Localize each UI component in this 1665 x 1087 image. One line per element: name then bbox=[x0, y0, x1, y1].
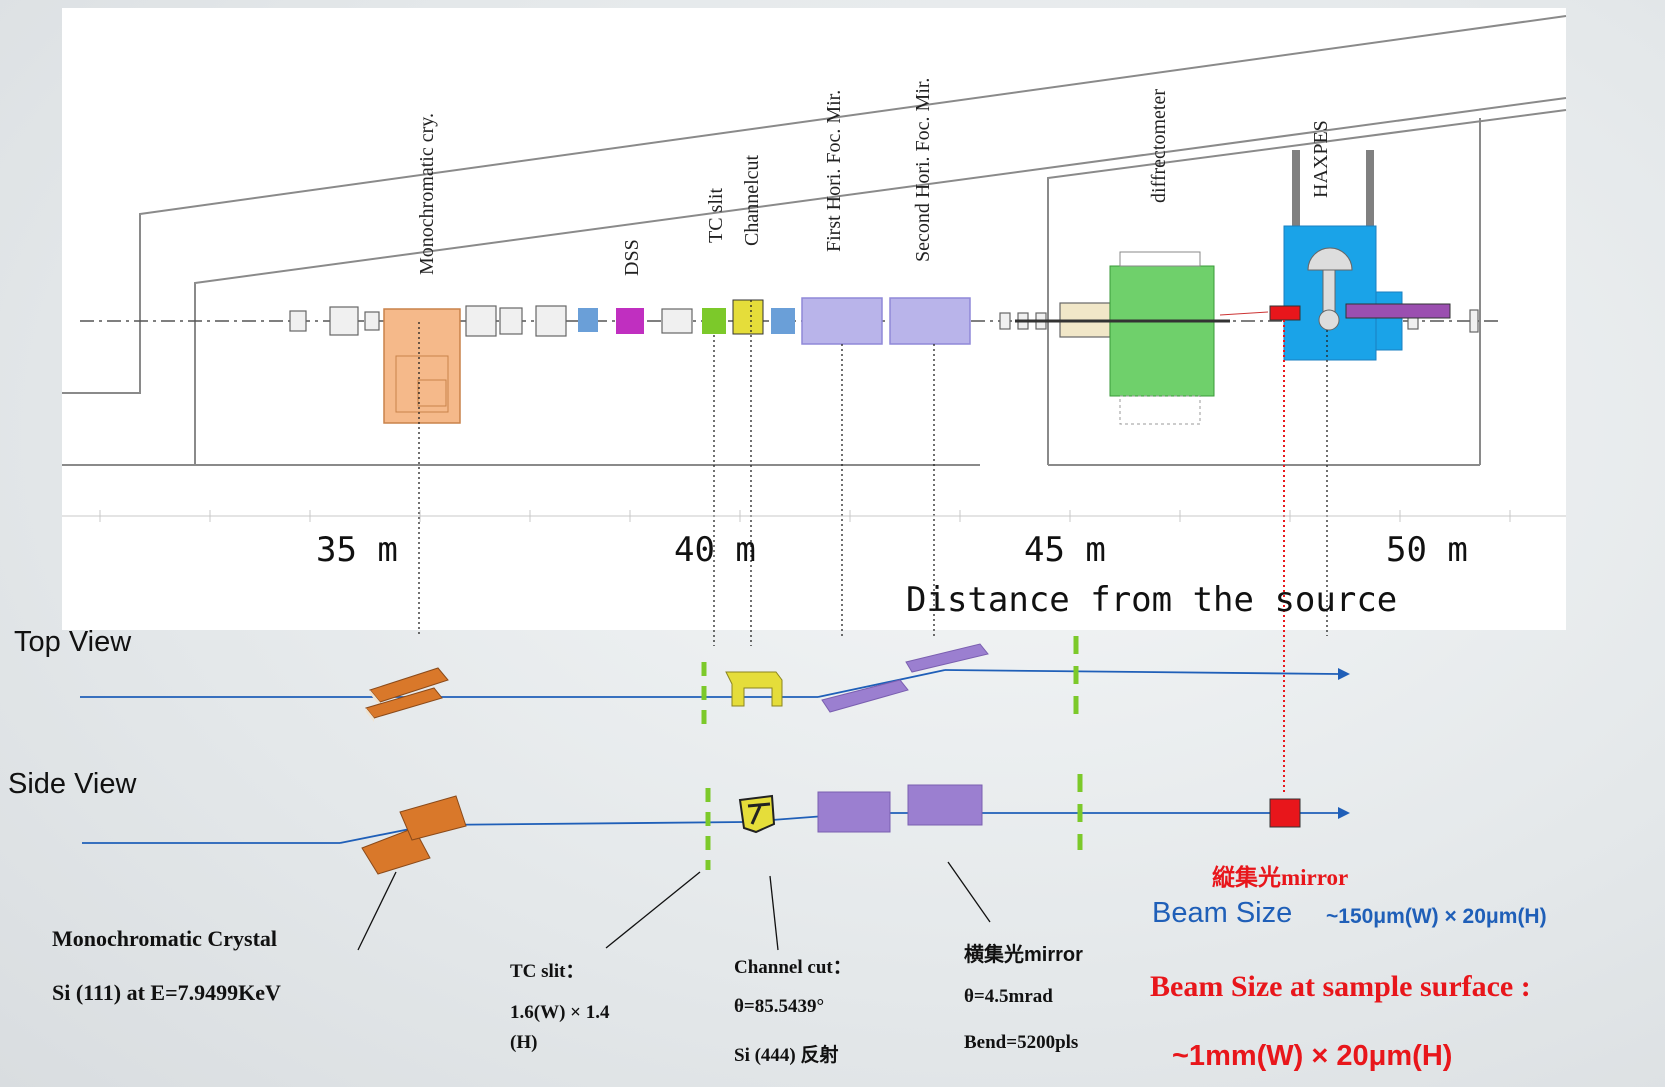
side-view-diagram bbox=[82, 774, 1350, 875]
cc-note-3: Si (444) 反射 bbox=[734, 1045, 839, 1066]
cc-note-1: Channel cut： bbox=[734, 957, 852, 978]
tc-note-2: 1.6(W) × 1.4 bbox=[510, 1002, 610, 1023]
tc-note-3: (H) bbox=[510, 1032, 538, 1053]
haxpes-analyzer-bar bbox=[1345, 303, 1451, 319]
label-dss: DSS bbox=[621, 239, 643, 276]
guide-lines bbox=[418, 300, 1328, 646]
haxpes-frame bbox=[1292, 150, 1300, 230]
hmirror-note-1: 横集光mirror bbox=[964, 944, 1083, 966]
label-tc-slit: TC slit bbox=[705, 187, 727, 243]
mono-note-1: Monochromatic Crystal bbox=[52, 926, 278, 951]
tick-50m: 50 m bbox=[1386, 530, 1468, 570]
distance-axis bbox=[62, 510, 1566, 522]
top-view-diagram bbox=[80, 636, 1350, 734]
sample-beam-value: ~1mm(W) × 20μm(H) bbox=[1172, 1040, 1453, 1072]
vmirror-label: 縦集光mirror bbox=[1212, 865, 1349, 890]
tc-slit-block bbox=[702, 308, 726, 334]
dss-block-2 bbox=[616, 308, 644, 334]
top-beam-arrowhead bbox=[1338, 668, 1350, 680]
top-first-mirror bbox=[821, 679, 909, 713]
beam-size-label: Beam Size bbox=[1152, 897, 1293, 929]
top-view-label: Top View bbox=[14, 626, 132, 658]
side-vertical-mirror bbox=[1269, 798, 1301, 828]
label-second-mirror: Second Hori. Foc. Mir. bbox=[912, 77, 934, 262]
hmirror-note-2: θ=4.5mrad bbox=[964, 986, 1053, 1007]
hutch-outline bbox=[62, 15, 1567, 466]
side-crystal-2 bbox=[399, 795, 467, 841]
leader-lines bbox=[357, 861, 991, 951]
side-view-label: Side View bbox=[8, 768, 137, 800]
diffractometer-box bbox=[1109, 265, 1215, 397]
mono-note-2: Si (111) at E=7.9499KeV bbox=[52, 980, 281, 1005]
tick-40m: 40 m bbox=[674, 530, 756, 570]
label-first-mirror: First Hori. Foc. Mir. bbox=[823, 89, 845, 252]
label-channelcut: Channelcut bbox=[741, 154, 763, 246]
label-monochromator: Monochromatic cry. bbox=[416, 113, 438, 275]
cc-note-2: θ=85.5439° bbox=[734, 996, 825, 1017]
top-channelcut bbox=[725, 671, 783, 707]
label-haxpes: HAXPES bbox=[1310, 120, 1332, 198]
side-second-mirror bbox=[907, 784, 983, 826]
axis-title: Distance from the source bbox=[906, 580, 1398, 620]
hmirror-note-3: Bend=5200pls bbox=[964, 1032, 1079, 1053]
label-diffractometer: diffrectometer bbox=[1148, 88, 1170, 203]
channelcut-block bbox=[732, 299, 764, 335]
tc-note-1: TC slit： bbox=[510, 961, 585, 982]
vertical-mirror-top bbox=[1269, 305, 1301, 321]
side-first-mirror bbox=[817, 791, 891, 833]
dss-block-1 bbox=[578, 308, 598, 332]
sample-beam-title: Beam Size at sample surface : bbox=[1150, 970, 1531, 1003]
first-mirror-box bbox=[801, 297, 883, 345]
top-second-mirror bbox=[905, 643, 989, 673]
side-beam-arrowhead bbox=[1338, 807, 1350, 819]
tick-45m: 45 m bbox=[1024, 530, 1106, 570]
tick-35m: 35 m bbox=[316, 530, 398, 570]
beam-size-value: ~150μm(W) × 20μm(H) bbox=[1326, 905, 1547, 928]
second-mirror-box bbox=[889, 297, 971, 345]
